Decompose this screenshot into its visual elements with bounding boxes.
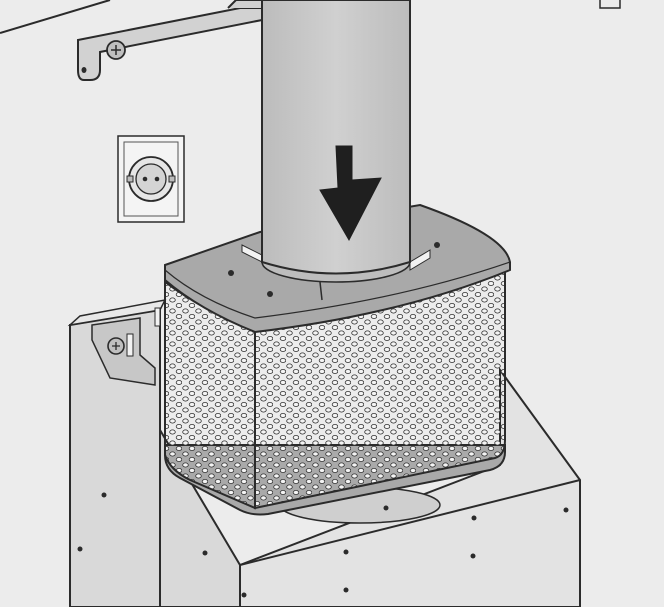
exhaust-duct (261, 0, 411, 275)
screw-icon (107, 337, 125, 355)
down-arrow-icon (319, 145, 382, 242)
screw-icon (106, 40, 126, 60)
wall-corner-line (599, 0, 621, 9)
wall-bracket (77, 0, 263, 81)
ceiling-edge (0, 0, 111, 34)
power-socket-icon (117, 135, 185, 223)
